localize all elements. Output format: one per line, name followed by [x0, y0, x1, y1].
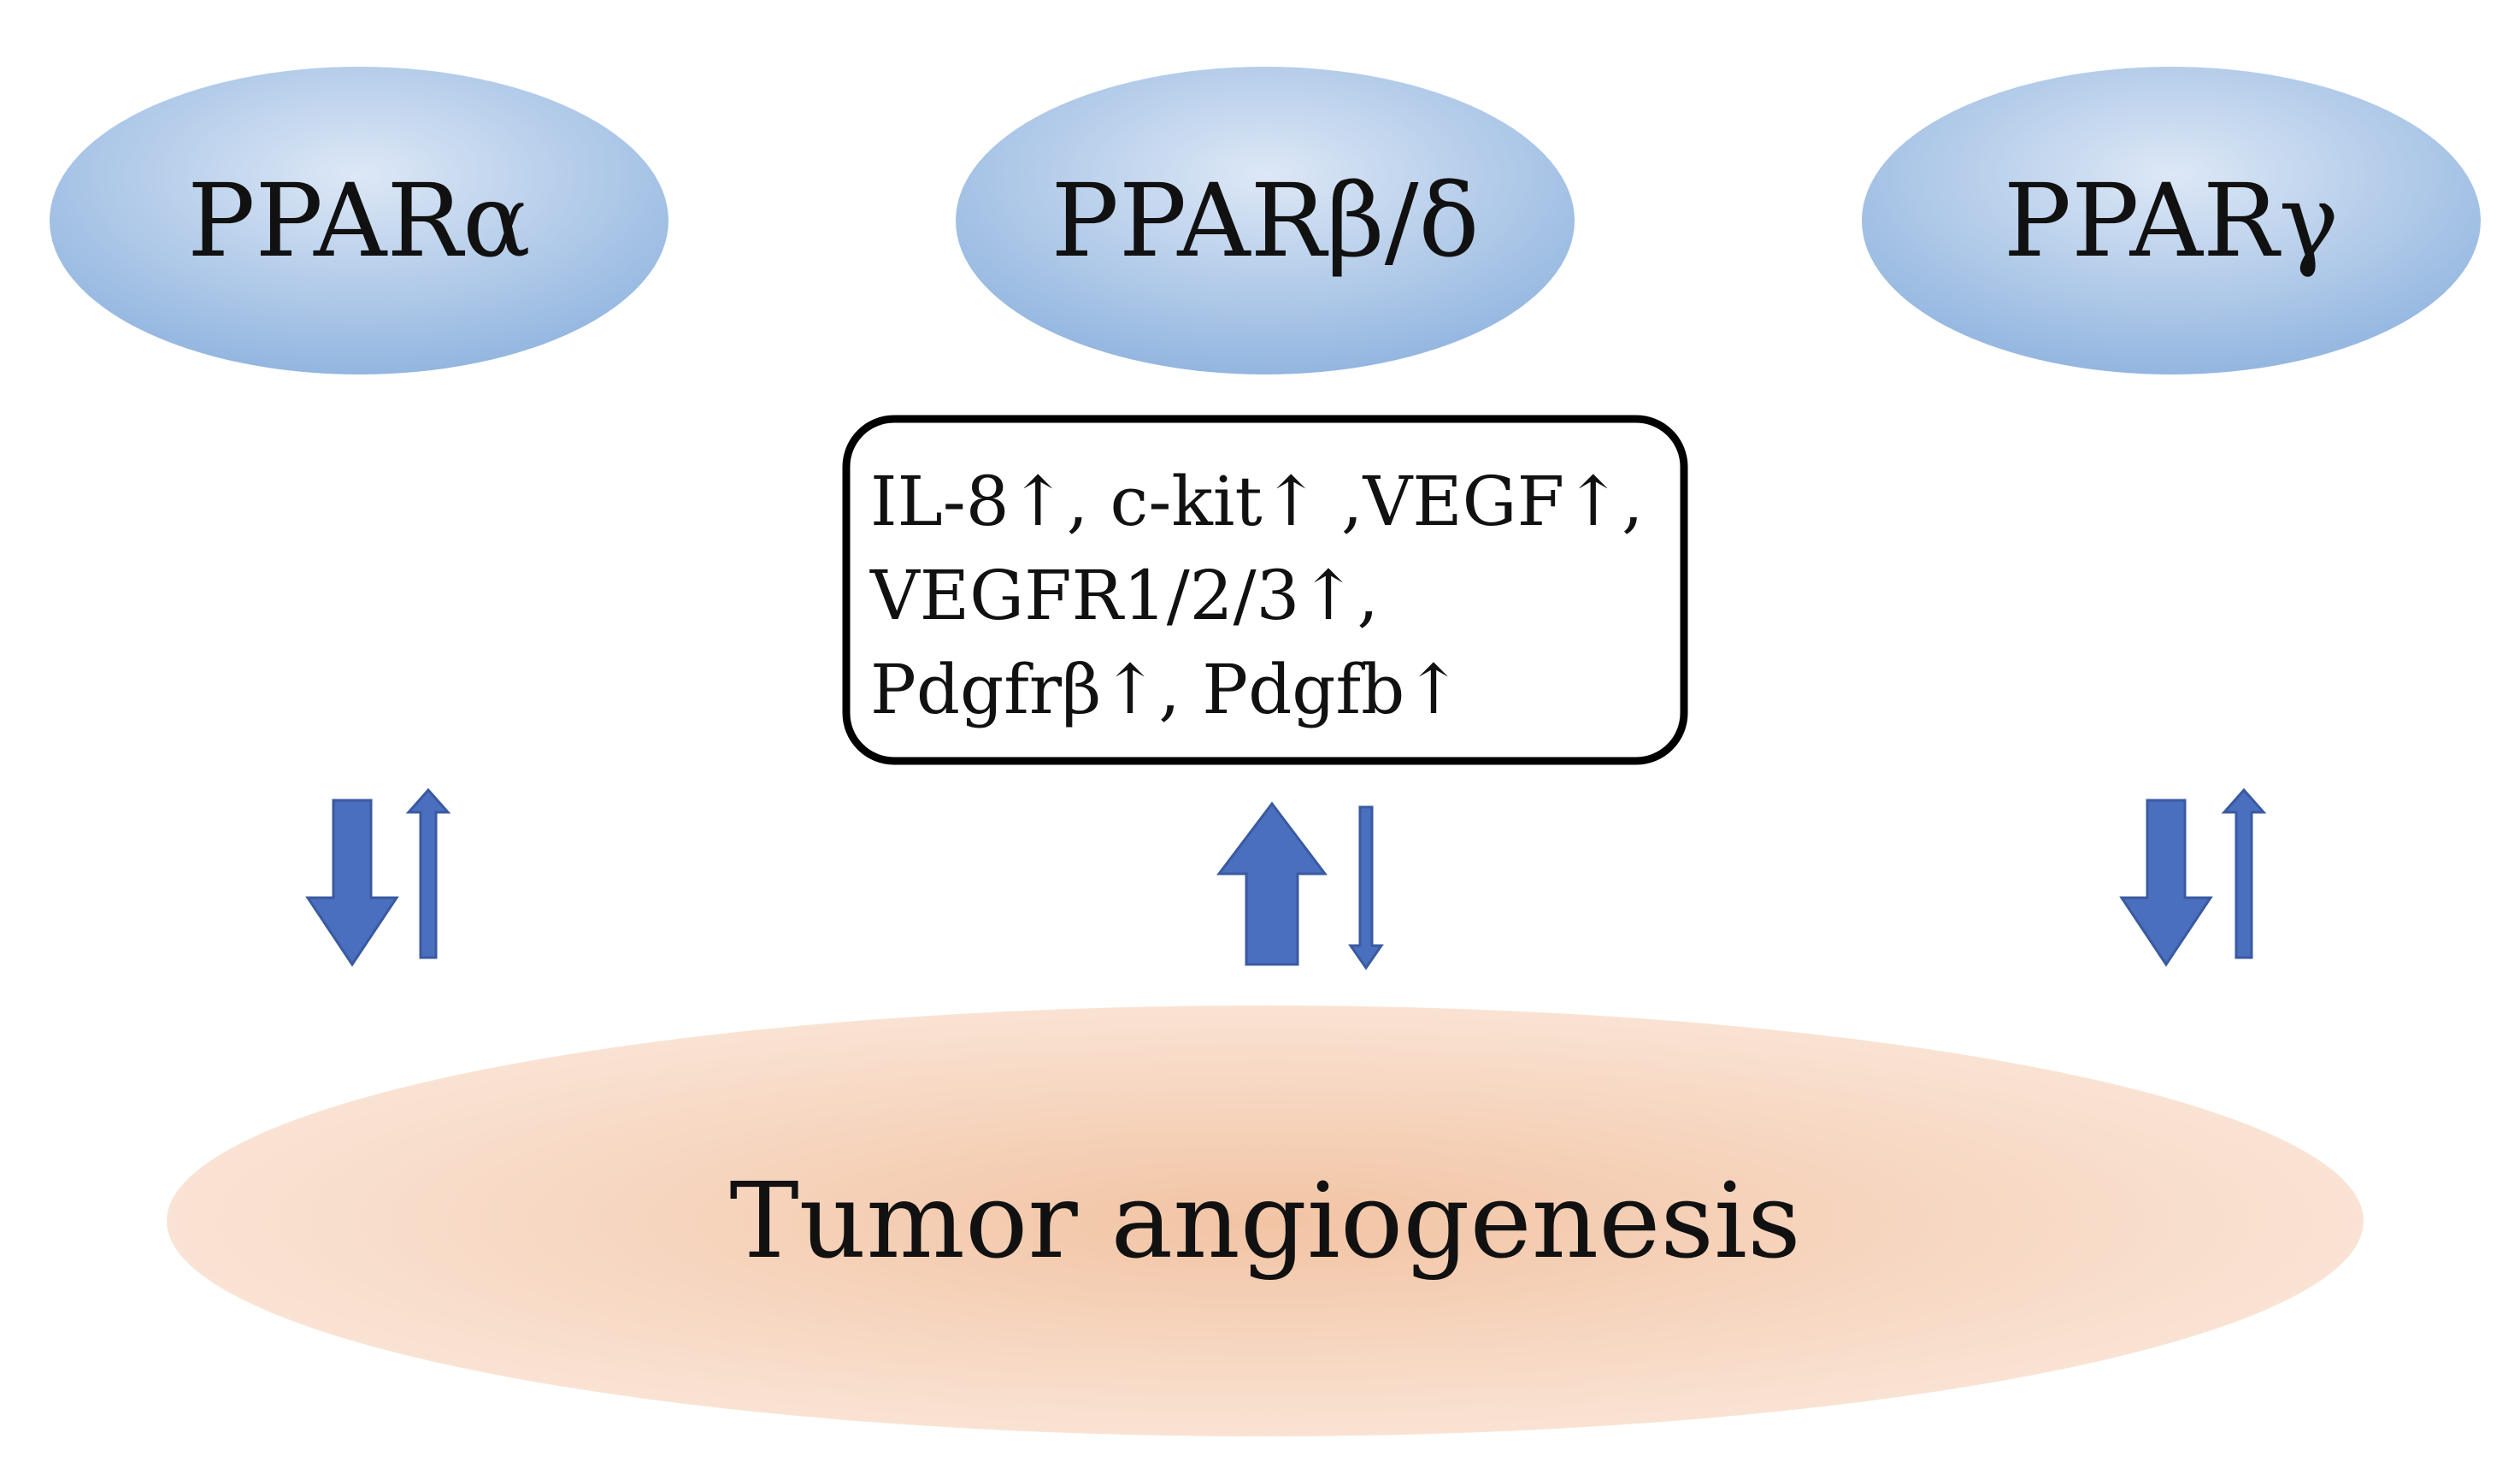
thin-down-arrow-icon: [1348, 805, 1384, 970]
mediator-box: IL-8↑, c-kit↑ ,VEGF↑, VEGFR1/2/3↑, Pdgfr…: [842, 415, 1688, 765]
thick-down-arrow-icon: [305, 799, 399, 967]
mediator-line-3: Pdgfrβ↑, Pdgfb↑: [870, 650, 1462, 729]
thick-up-arrow-icon: [1216, 801, 1328, 966]
tumor-angiogenesis-node: Tumor angiogenesis: [167, 1005, 2364, 1436]
tumor-angiogenesis-label: Tumor angiogenesis: [729, 1160, 1800, 1282]
thin-up-arrow-icon: [2221, 787, 2267, 959]
thin-up-arrow-icon: [405, 787, 451, 959]
thick-down-arrow-icon: [2119, 799, 2213, 967]
ppar-alpha-arrows: [305, 787, 451, 967]
ppar-alpha-label: PPARα: [187, 162, 531, 280]
ppar-gamma-ellipse: [1862, 67, 2481, 374]
tumor-angiogenesis-ellipse: [167, 1005, 2364, 1436]
ppar-beta-delta-node: PPARβ/δ: [956, 67, 1575, 374]
ppar-gamma-arrows: [2119, 787, 2267, 967]
ppar-beta-delta-label: PPARβ/δ: [1051, 162, 1479, 280]
ppar-beta-delta-arrows: [1216, 801, 1384, 970]
ppar-gamma-node: PPARγ: [1862, 67, 2481, 374]
ppar-alpha-node: PPARα: [50, 67, 668, 374]
mediator-line-2: VEGFR1/2/3↑,: [869, 556, 1379, 635]
mediator-line-1: IL-8↑, c-kit↑ ,VEGF↑,: [870, 462, 1644, 541]
ppar-alpha-ellipse: [50, 67, 668, 374]
ppar-gamma-label: PPARγ: [2004, 162, 2340, 280]
mediator-box-border: [842, 415, 1688, 765]
ppar-beta-delta-ellipse: [956, 67, 1575, 374]
